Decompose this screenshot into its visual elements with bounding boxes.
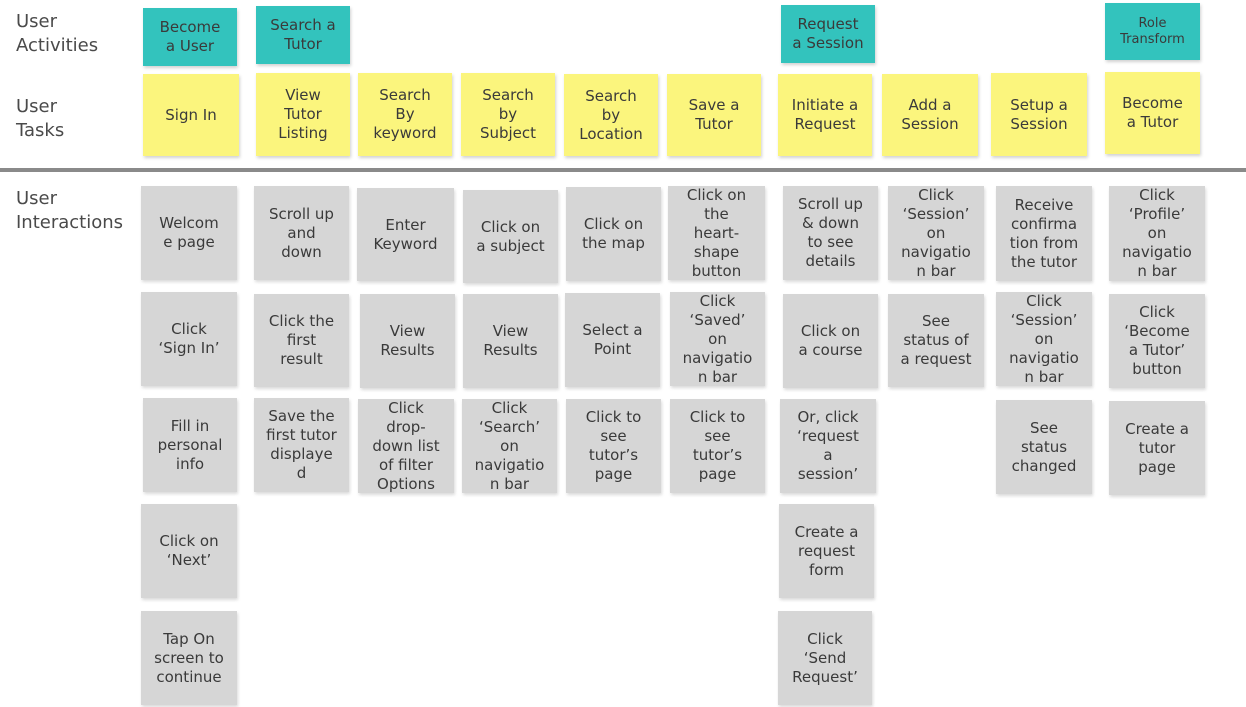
task-note: Save a Tutor (667, 74, 761, 156)
interaction-note: Click on the map (566, 187, 661, 281)
task-note: View Tutor Listing (256, 73, 350, 156)
interaction-note: Create a request form (779, 504, 874, 598)
row-label-interactions: User Interactions (16, 188, 124, 233)
task-note: Add a Session (882, 74, 978, 156)
interaction-note: Click on a subject (463, 190, 558, 283)
interaction-note: Or, click ‘request a session’ (780, 399, 876, 493)
interaction-note: Click ‘Search’ on navigatio n bar (462, 399, 557, 493)
task-note: Become a Tutor (1105, 72, 1200, 154)
interaction-note: Create a tutor page (1109, 401, 1205, 495)
interaction-note: Click ‘Saved’ on navigatio n bar (670, 292, 765, 386)
row-label-activities: User Activities (16, 11, 99, 56)
section-divider (0, 168, 1246, 172)
interaction-note: Select a Point (565, 293, 660, 387)
interaction-note: Click drop- down list of filter Options (358, 399, 454, 493)
interaction-note: Scroll up and down (254, 186, 349, 280)
task-note: Search by Location (564, 74, 658, 156)
interaction-note: See status changed (996, 400, 1092, 494)
interaction-note: Click ‘Session’ on navigatio n bar (996, 292, 1092, 386)
row-label-tasks: User Tasks (16, 96, 65, 141)
interaction-note: Click to see tutor’s page (670, 399, 765, 493)
interaction-note: Scroll up & down to see details (783, 186, 878, 280)
interaction-note: Click ‘Sign In’ (141, 292, 237, 386)
interaction-note: Click ‘Profile’ on navigatio n bar (1109, 186, 1205, 281)
interaction-note: See status of a request (888, 294, 984, 387)
interaction-note: Click the first result (254, 294, 349, 387)
interaction-note: Enter Keyword (357, 188, 454, 281)
interaction-note: Click on the heart- shape button (668, 186, 765, 280)
interaction-note: Fill in personal info (143, 398, 237, 492)
activity-note: Request a Session (781, 5, 875, 63)
interaction-note: Click ‘Send Request’ (778, 611, 872, 705)
task-note: Search by Subject (461, 73, 555, 156)
task-note: Search By keyword (358, 73, 452, 156)
interaction-note: Click on a course (783, 294, 878, 388)
interaction-note: View Results (360, 294, 455, 388)
interaction-note: Save the first tutor displaye d (254, 398, 349, 492)
interaction-note: View Results (463, 294, 558, 388)
interaction-note: Click ‘Session’ on navigatio n bar (888, 186, 984, 280)
interaction-note: Receive confirma tion from the tutor (996, 186, 1092, 281)
task-note: Initiate a Request (778, 74, 872, 156)
interaction-note: Welcom e page (141, 186, 237, 280)
task-note: Setup a Session (991, 73, 1087, 156)
interaction-note: Click on ‘Next’ (141, 504, 237, 598)
activity-note: Become a User (143, 8, 237, 66)
interaction-note: Click to see tutor’s page (566, 399, 661, 493)
interaction-note: Click ‘Become a Tutor’ button (1109, 294, 1205, 388)
activity-note: Role Transform (1105, 3, 1200, 60)
task-note: Sign In (143, 74, 239, 156)
activity-note: Search a Tutor (256, 6, 350, 64)
interaction-note: Tap On screen to continue (141, 611, 237, 705)
